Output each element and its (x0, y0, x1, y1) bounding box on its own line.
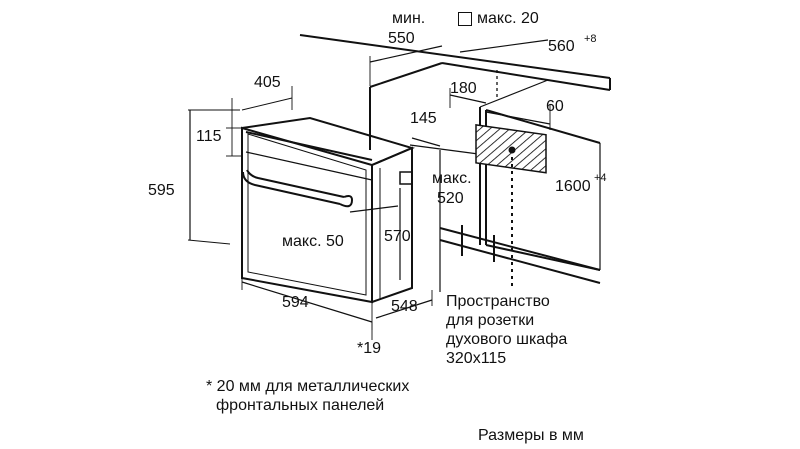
socket-note-line-2: для розетки (446, 312, 535, 329)
dim-595: 595 (148, 182, 175, 199)
dim-115: 115 (196, 128, 222, 145)
footnote-line-2: фронтальных панелей (216, 397, 385, 414)
socket-space-note: Пространство для розетки духового шкафа … (446, 292, 567, 368)
units-note: Размеры в мм (478, 427, 584, 444)
dim-560: 560 (548, 38, 575, 55)
dim-1600: 1600 (555, 178, 591, 195)
max-520-word: макс. (432, 170, 472, 187)
dim-145: 145 (410, 110, 437, 127)
dim-1600-tolerance: +4 (594, 172, 607, 184)
dim-560-tolerance: +8 (584, 33, 597, 45)
dim-180: 180 (450, 80, 477, 97)
socket-note-line-1: Пространство (446, 293, 550, 310)
dim-520: 520 (437, 190, 464, 207)
max-20-text: макс. 20 (477, 10, 539, 27)
square-symbol-icon (458, 12, 472, 26)
max-20-label: макс. 20 (458, 10, 539, 28)
min-label: мин. (392, 10, 426, 27)
dim-594: 594 (282, 294, 309, 311)
socket-note-line-4: 320x115 (446, 350, 507, 367)
dim-60: 60 (546, 98, 564, 115)
max-50-label: макс. 50 (282, 233, 344, 250)
dim-570: 570 (384, 228, 411, 245)
oven-body (241, 116, 415, 304)
dim-405: 405 (254, 74, 281, 91)
oven-handle (242, 169, 354, 208)
dim-550: 550 (388, 30, 415, 47)
dimension-lines (187, 39, 601, 340)
dim-19-footnote-ref: *19 (357, 340, 382, 357)
footnote-line-1: * 20 мм для металлических (206, 378, 410, 395)
socket-note-line-3: духового шкафа (446, 331, 568, 348)
mounting-bracket (399, 171, 413, 185)
footnote: * 20 мм для металлических фронтальных па… (206, 377, 409, 415)
dim-548: 548 (391, 298, 418, 315)
cabinet-niche (299, 34, 611, 284)
